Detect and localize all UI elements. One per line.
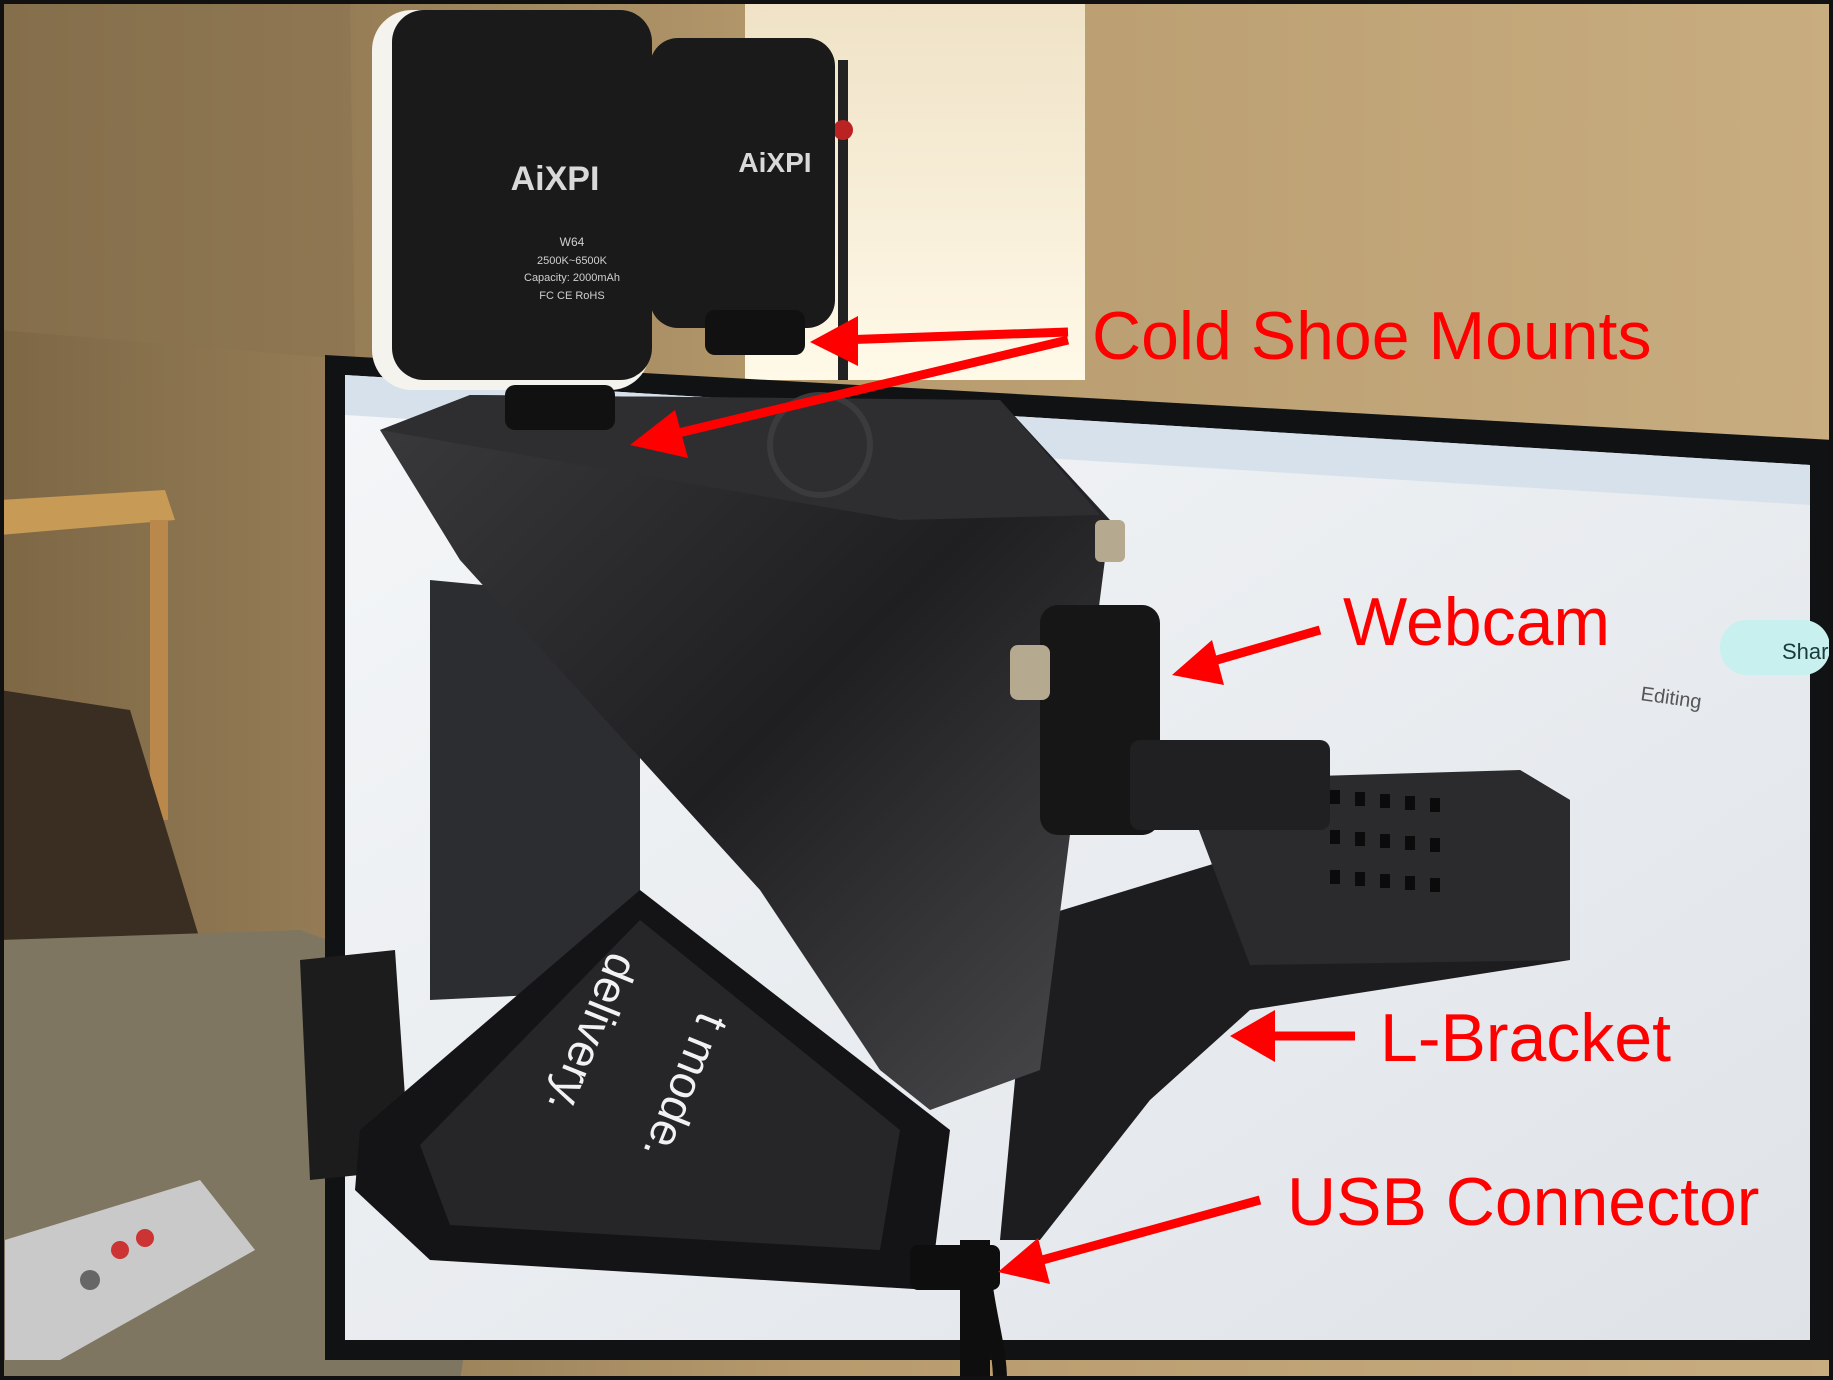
arrow-usb	[1033, 1195, 1262, 1267]
mixer-knob-red	[111, 1241, 129, 1259]
side-table-leg	[150, 520, 168, 820]
arrowhead-icon	[810, 316, 858, 366]
mixer-knob	[80, 1270, 100, 1290]
usb-connector	[910, 1245, 1000, 1290]
bracket-vent-holes	[1330, 790, 1440, 892]
light-right: AiXPI	[650, 38, 835, 355]
teleprompter-hood	[380, 395, 1110, 1110]
tripod-pole	[838, 60, 848, 380]
light-left-capacity: Capacity: 2000mAh	[524, 272, 620, 284]
audio-mixer	[5, 1180, 255, 1360]
arrowhead-icon	[630, 410, 688, 458]
light-left-logo: AiXPI	[511, 160, 600, 198]
stair-trim	[0, 0, 355, 360]
arrowhead-icon	[1172, 640, 1224, 685]
mixer-knob-red	[136, 1229, 154, 1247]
arrowhead-icon	[1230, 1010, 1275, 1062]
arrow-webcam	[1208, 625, 1322, 667]
light-left-model: W64	[560, 235, 585, 249]
l-bracket-label: L-Bracket	[1380, 1000, 1671, 1076]
share-button-graphic	[1720, 620, 1830, 675]
cold-shoe-mounts-label: Cold Shoe Mounts	[1092, 298, 1652, 374]
cold-shoe-left	[505, 385, 615, 430]
floor-shadow	[0, 690, 200, 1000]
light-left-temp: 2500K~6500K	[537, 255, 608, 267]
side-table-top	[0, 490, 175, 535]
annotation-arrows	[630, 316, 1355, 1284]
light-left-certs: FC CE RoHS	[539, 290, 604, 302]
light-right-body	[650, 38, 835, 328]
arrow-cold-shoe-right	[839, 327, 1069, 345]
light-left-body	[392, 10, 652, 380]
share-label: Shar	[1782, 639, 1828, 664]
tripod-clamp	[833, 120, 853, 140]
usb-connector-label: USB Connector	[1287, 1164, 1760, 1240]
cold-shoe-right	[705, 310, 805, 355]
usb-cable	[978, 1279, 1007, 1380]
light-left: AiXPI W64 2500K~6500K Capacity: 2000mAh …	[372, 10, 652, 430]
light-right-logo: AiXPI	[738, 147, 811, 178]
tablet-display	[420, 920, 900, 1250]
webcam-mount	[1130, 740, 1330, 830]
arrowhead-icon	[998, 1238, 1050, 1284]
thumb-screw	[1010, 645, 1050, 700]
thumb-screw	[1095, 520, 1125, 562]
webcam-label: Webcam	[1343, 584, 1611, 660]
arrow-cold-shoe-left	[668, 335, 1070, 440]
